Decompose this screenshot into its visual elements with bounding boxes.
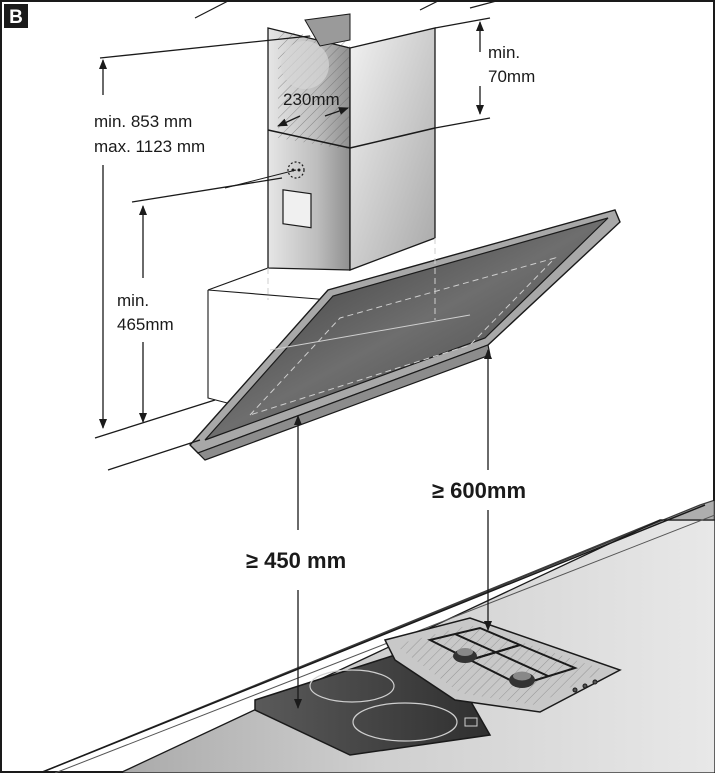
label-socket-height-1: min. (117, 291, 149, 310)
label-electric-clearance: ≥ 450 mm (246, 548, 346, 573)
ceiling-lines (194, 0, 501, 19)
cooking-zone-front (352, 702, 458, 742)
dimension-duct-width (277, 107, 349, 127)
gas-burner-rear (453, 648, 477, 663)
gas-burner-front (509, 671, 535, 688)
label-total-height-max: max. 1123 mm (94, 137, 205, 156)
hood-canopy (189, 209, 621, 461)
power-socket (282, 161, 312, 229)
wall-box-dashed (207, 267, 331, 406)
socket-leader (224, 169, 297, 189)
label-total-height-min: min. 853 mm (94, 112, 192, 131)
figure-badge: B (4, 4, 28, 28)
svg-text:B: B (9, 7, 23, 28)
gas-hob (383, 617, 622, 713)
dimension-total-height (94, 35, 311, 439)
cooking-zone-rear (309, 669, 395, 703)
label-duct-width: 230mm (283, 90, 340, 109)
countertop (39, 499, 715, 773)
label-top-clearance-1: min. (488, 43, 520, 62)
hob-indicator (464, 717, 478, 727)
label-gas-clearance: ≥ 600mm (432, 478, 526, 503)
dimension-top-clearance (434, 17, 491, 129)
chimney-duct (267, 13, 436, 271)
label-top-clearance-2: 70mm (488, 67, 535, 86)
label-socket-height-2: 465mm (117, 315, 174, 334)
dimension-socket-height (107, 177, 283, 471)
